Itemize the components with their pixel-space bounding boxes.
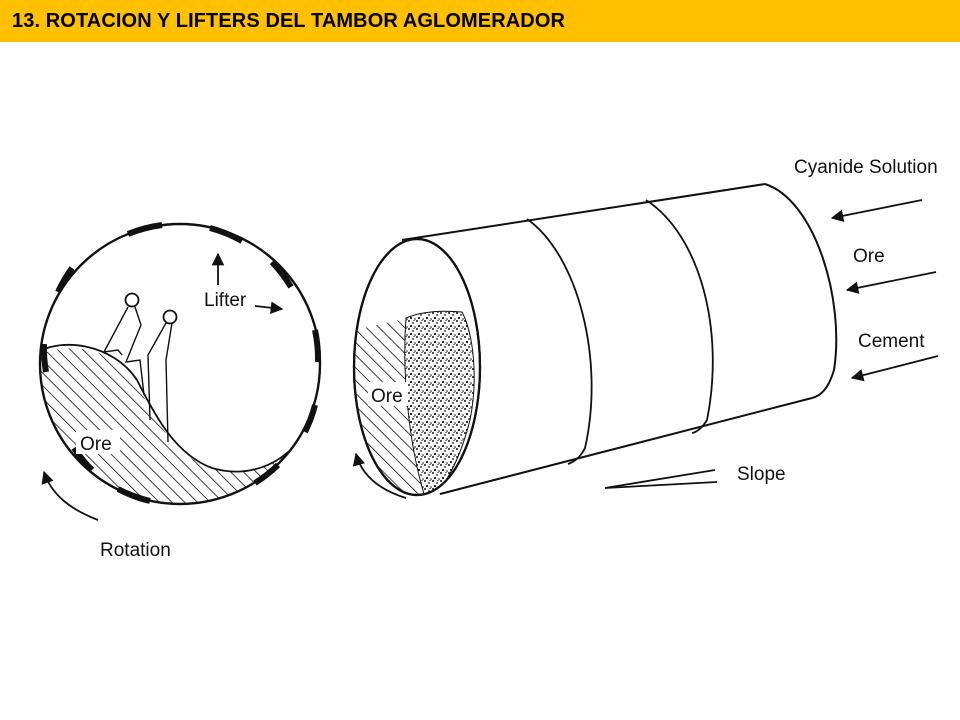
rotation-arrow xyxy=(41,470,99,521)
drum-front-rim xyxy=(352,237,482,497)
ore-particle xyxy=(162,309,178,325)
slope-indicator xyxy=(604,469,718,489)
lifter-segment xyxy=(126,222,163,237)
drum-ore-label: Ore xyxy=(371,386,403,407)
drum-rotation-arrow xyxy=(352,452,407,499)
lifter-segment xyxy=(302,404,318,434)
header-bar: 13. ROTACION Y LIFTERS DEL TAMBOR AGLOME… xyxy=(0,0,960,42)
lifter-segments xyxy=(40,222,322,504)
cross-section-shell xyxy=(38,222,322,506)
drum-body-top-edge xyxy=(401,183,766,241)
drum-body-bottom-edge xyxy=(439,397,813,495)
ore-trajectories xyxy=(102,292,178,443)
ore-input-label: Ore xyxy=(853,246,885,267)
drum-ore-label-background xyxy=(368,382,408,406)
lifter-segment xyxy=(71,446,95,473)
cross-section-view: Lifter Ore Rotation xyxy=(38,222,322,561)
cross-section-ore-surface xyxy=(40,343,289,473)
ore-label-background xyxy=(76,430,120,454)
lifter-segment xyxy=(40,343,49,373)
drum-back-end xyxy=(764,183,838,399)
cyanide-solution-label: Cyanide Solution xyxy=(794,157,938,178)
drum-seam xyxy=(645,199,714,434)
drum-ore-speckled xyxy=(404,310,475,495)
trajectory-line xyxy=(124,306,145,396)
ore-input-arrow xyxy=(845,271,937,294)
cement-input-label: Cement xyxy=(858,331,925,352)
lifter-segment xyxy=(269,259,294,289)
trajectory-line xyxy=(165,322,173,443)
lifter-right-arrow xyxy=(254,301,284,315)
slope-line xyxy=(604,481,718,489)
drum-view: Ore Slope Cyanide Solution Ore Cement xyxy=(352,157,939,499)
lifter-segment xyxy=(312,329,322,363)
lifter-segment xyxy=(253,462,281,486)
lifter-segment xyxy=(55,266,75,294)
lifter-segment xyxy=(209,225,244,244)
slide-title: 13. ROTACION Y LIFTERS DEL TAMBOR AGLOME… xyxy=(12,9,566,32)
slope-line xyxy=(604,469,716,489)
lifter-segment xyxy=(116,486,151,504)
cross-section-ore-label: Ore xyxy=(80,434,112,455)
drum-seam xyxy=(526,218,593,465)
ore-particle xyxy=(124,292,140,308)
cement-input-arrow xyxy=(850,355,939,382)
trajectory-line xyxy=(102,306,129,356)
lifter-label: Lifter xyxy=(204,290,247,311)
rotation-label: Rotation xyxy=(100,540,171,561)
trajectory-line xyxy=(147,322,167,421)
slope-label: Slope xyxy=(737,464,786,485)
cross-section-ore-charge xyxy=(40,348,320,504)
cyanide-solution-arrow xyxy=(830,199,923,222)
